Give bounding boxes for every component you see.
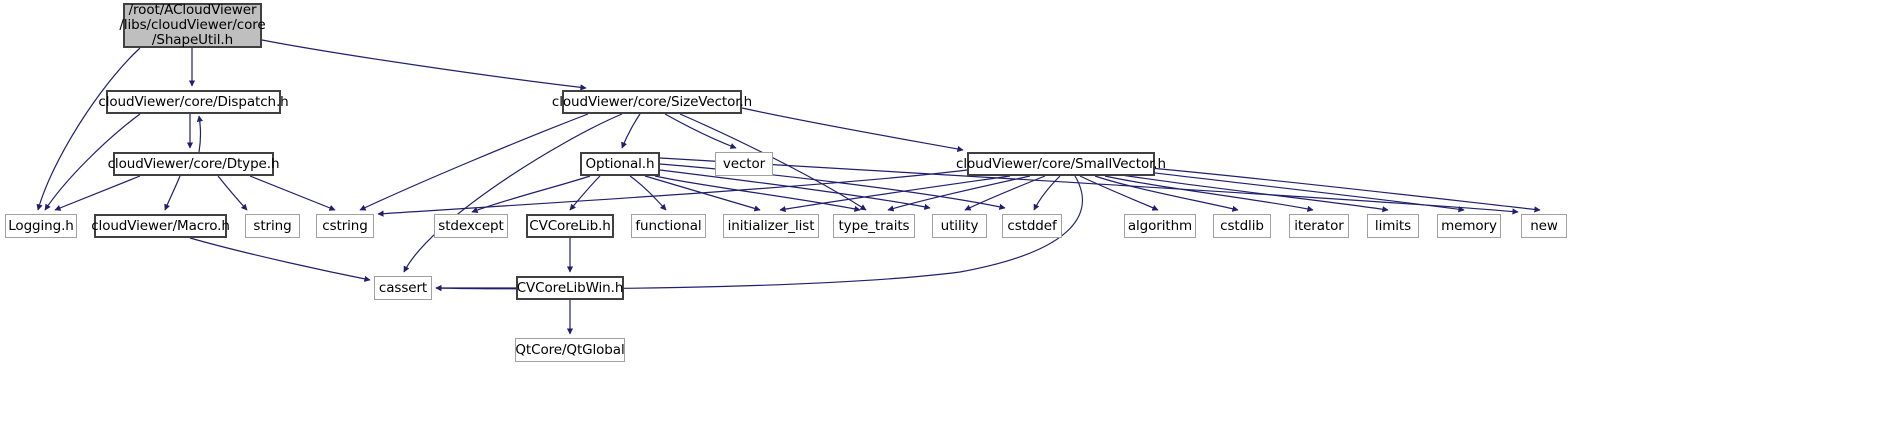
- graph-node-typetraits[interactable]: type_traits: [833, 214, 915, 238]
- edge-sizevector-to-smallvector: [741, 107, 964, 153]
- edge-smallvector-to-initializer: [779, 175, 1011, 213]
- edge-dtype-to-cstring: [249, 175, 336, 211]
- edge-sizevector-to-cstring: [359, 113, 589, 211]
- edge-smallvector-to-cstdlib: [1094, 175, 1239, 212]
- edge-smallvector-to-cstddef: [1033, 175, 1061, 211]
- graph-node-dtype[interactable]: cloudViewer/core/Dtype.h: [108, 152, 280, 176]
- edge-sizevector-to-optional: [621, 113, 641, 149]
- graph-node-cassert[interactable]: cassert: [374, 276, 432, 300]
- edge-optional-to-initializer: [644, 175, 761, 212]
- edge-dtype-to-string: [217, 175, 248, 211]
- edge-smallvector-to-utility: [964, 175, 1046, 211]
- graph-node-functional[interactable]: functional: [631, 214, 706, 238]
- graph-node-optional[interactable]: Optional.h: [580, 152, 660, 176]
- edge-optional-to-cvcorelib: [569, 175, 601, 211]
- graph-node-cstddef[interactable]: cstddef: [1002, 214, 1062, 238]
- graph-node-qtglobal[interactable]: QtCore/QtGlobal: [515, 338, 625, 362]
- edge-optional-to-utility: [659, 169, 931, 210]
- graph-node-initializer[interactable]: initializer_list: [723, 214, 819, 238]
- graph-node-stdexcept[interactable]: stdexcept: [434, 214, 508, 238]
- graph-node-iterator[interactable]: iterator: [1289, 214, 1349, 238]
- edge-sizevector-to-cassert: [403, 113, 623, 273]
- edge-dtype-to-macro: [164, 175, 181, 211]
- edge-optional-to-stdexcept: [471, 175, 591, 213]
- graph-node-cvcorelib[interactable]: CVCoreLib.h: [526, 214, 614, 238]
- edge-root-to-sizevector: [261, 39, 587, 91]
- edge-smallvector-to-new: [1149, 167, 1541, 213]
- edge-smallvector-to-limits: [1114, 173, 1389, 213]
- graph-node-cstring[interactable]: cstring: [316, 214, 374, 238]
- edge-smallvector-to-memory: [1129, 169, 1465, 213]
- graph-node-limits[interactable]: limits: [1367, 214, 1419, 238]
- edge-sizevector-to-vector: [664, 113, 737, 149]
- edge-optional-to-functional: [629, 175, 667, 211]
- edges: [36, 39, 1541, 335]
- edge-optional-to-cstddef: [659, 163, 1006, 210]
- edge-smallvector-to-iterator: [1104, 175, 1314, 212]
- graph-node-smallvector[interactable]: cloudViewer/core/SmallVector.h: [956, 152, 1166, 176]
- graph-node-algorithm[interactable]: algorithm: [1124, 214, 1196, 238]
- graph-node-macro[interactable]: cloudViewer/Macro.h: [91, 214, 230, 238]
- graph-node-dispatch[interactable]: cloudViewer/core/Dispatch.h: [98, 90, 289, 114]
- edge-smallvector-to-algorithm: [1079, 175, 1159, 211]
- graph-node-sizevector[interactable]: cloudViewer/core/SizeVector.h: [552, 90, 752, 114]
- edge-smallvector-to-typetraits: [887, 175, 1031, 212]
- graph-node-utility[interactable]: utility: [932, 214, 987, 238]
- graph-node-logging[interactable]: Logging.h: [5, 214, 77, 238]
- graph-node-vector[interactable]: vector: [715, 152, 773, 176]
- graph-node-new[interactable]: new: [1521, 214, 1567, 238]
- edge-optional-to-typetraits: [654, 175, 861, 212]
- edge-dtype-to-logging: [54, 175, 141, 211]
- graph-node-root[interactable]: /root/ACloudViewer /libs/cloudViewer/cor…: [119, 2, 266, 48]
- graph-node-string[interactable]: string: [245, 214, 300, 238]
- graph-node-memory[interactable]: memory: [1437, 214, 1501, 238]
- edge-smallvector-to-cstring: [377, 169, 968, 217]
- edge-macro-to-cassert: [189, 237, 371, 282]
- graph-node-cstdlib[interactable]: cstdlib: [1213, 214, 1271, 238]
- edge-dtype-to-dispatch: [196, 115, 203, 153]
- graph-node-cvcorelibwin[interactable]: CVCoreLibWin.h: [516, 276, 624, 300]
- edge-sizevector-to-typetraits: [679, 113, 867, 211]
- edge-root-to-logging: [36, 47, 141, 211]
